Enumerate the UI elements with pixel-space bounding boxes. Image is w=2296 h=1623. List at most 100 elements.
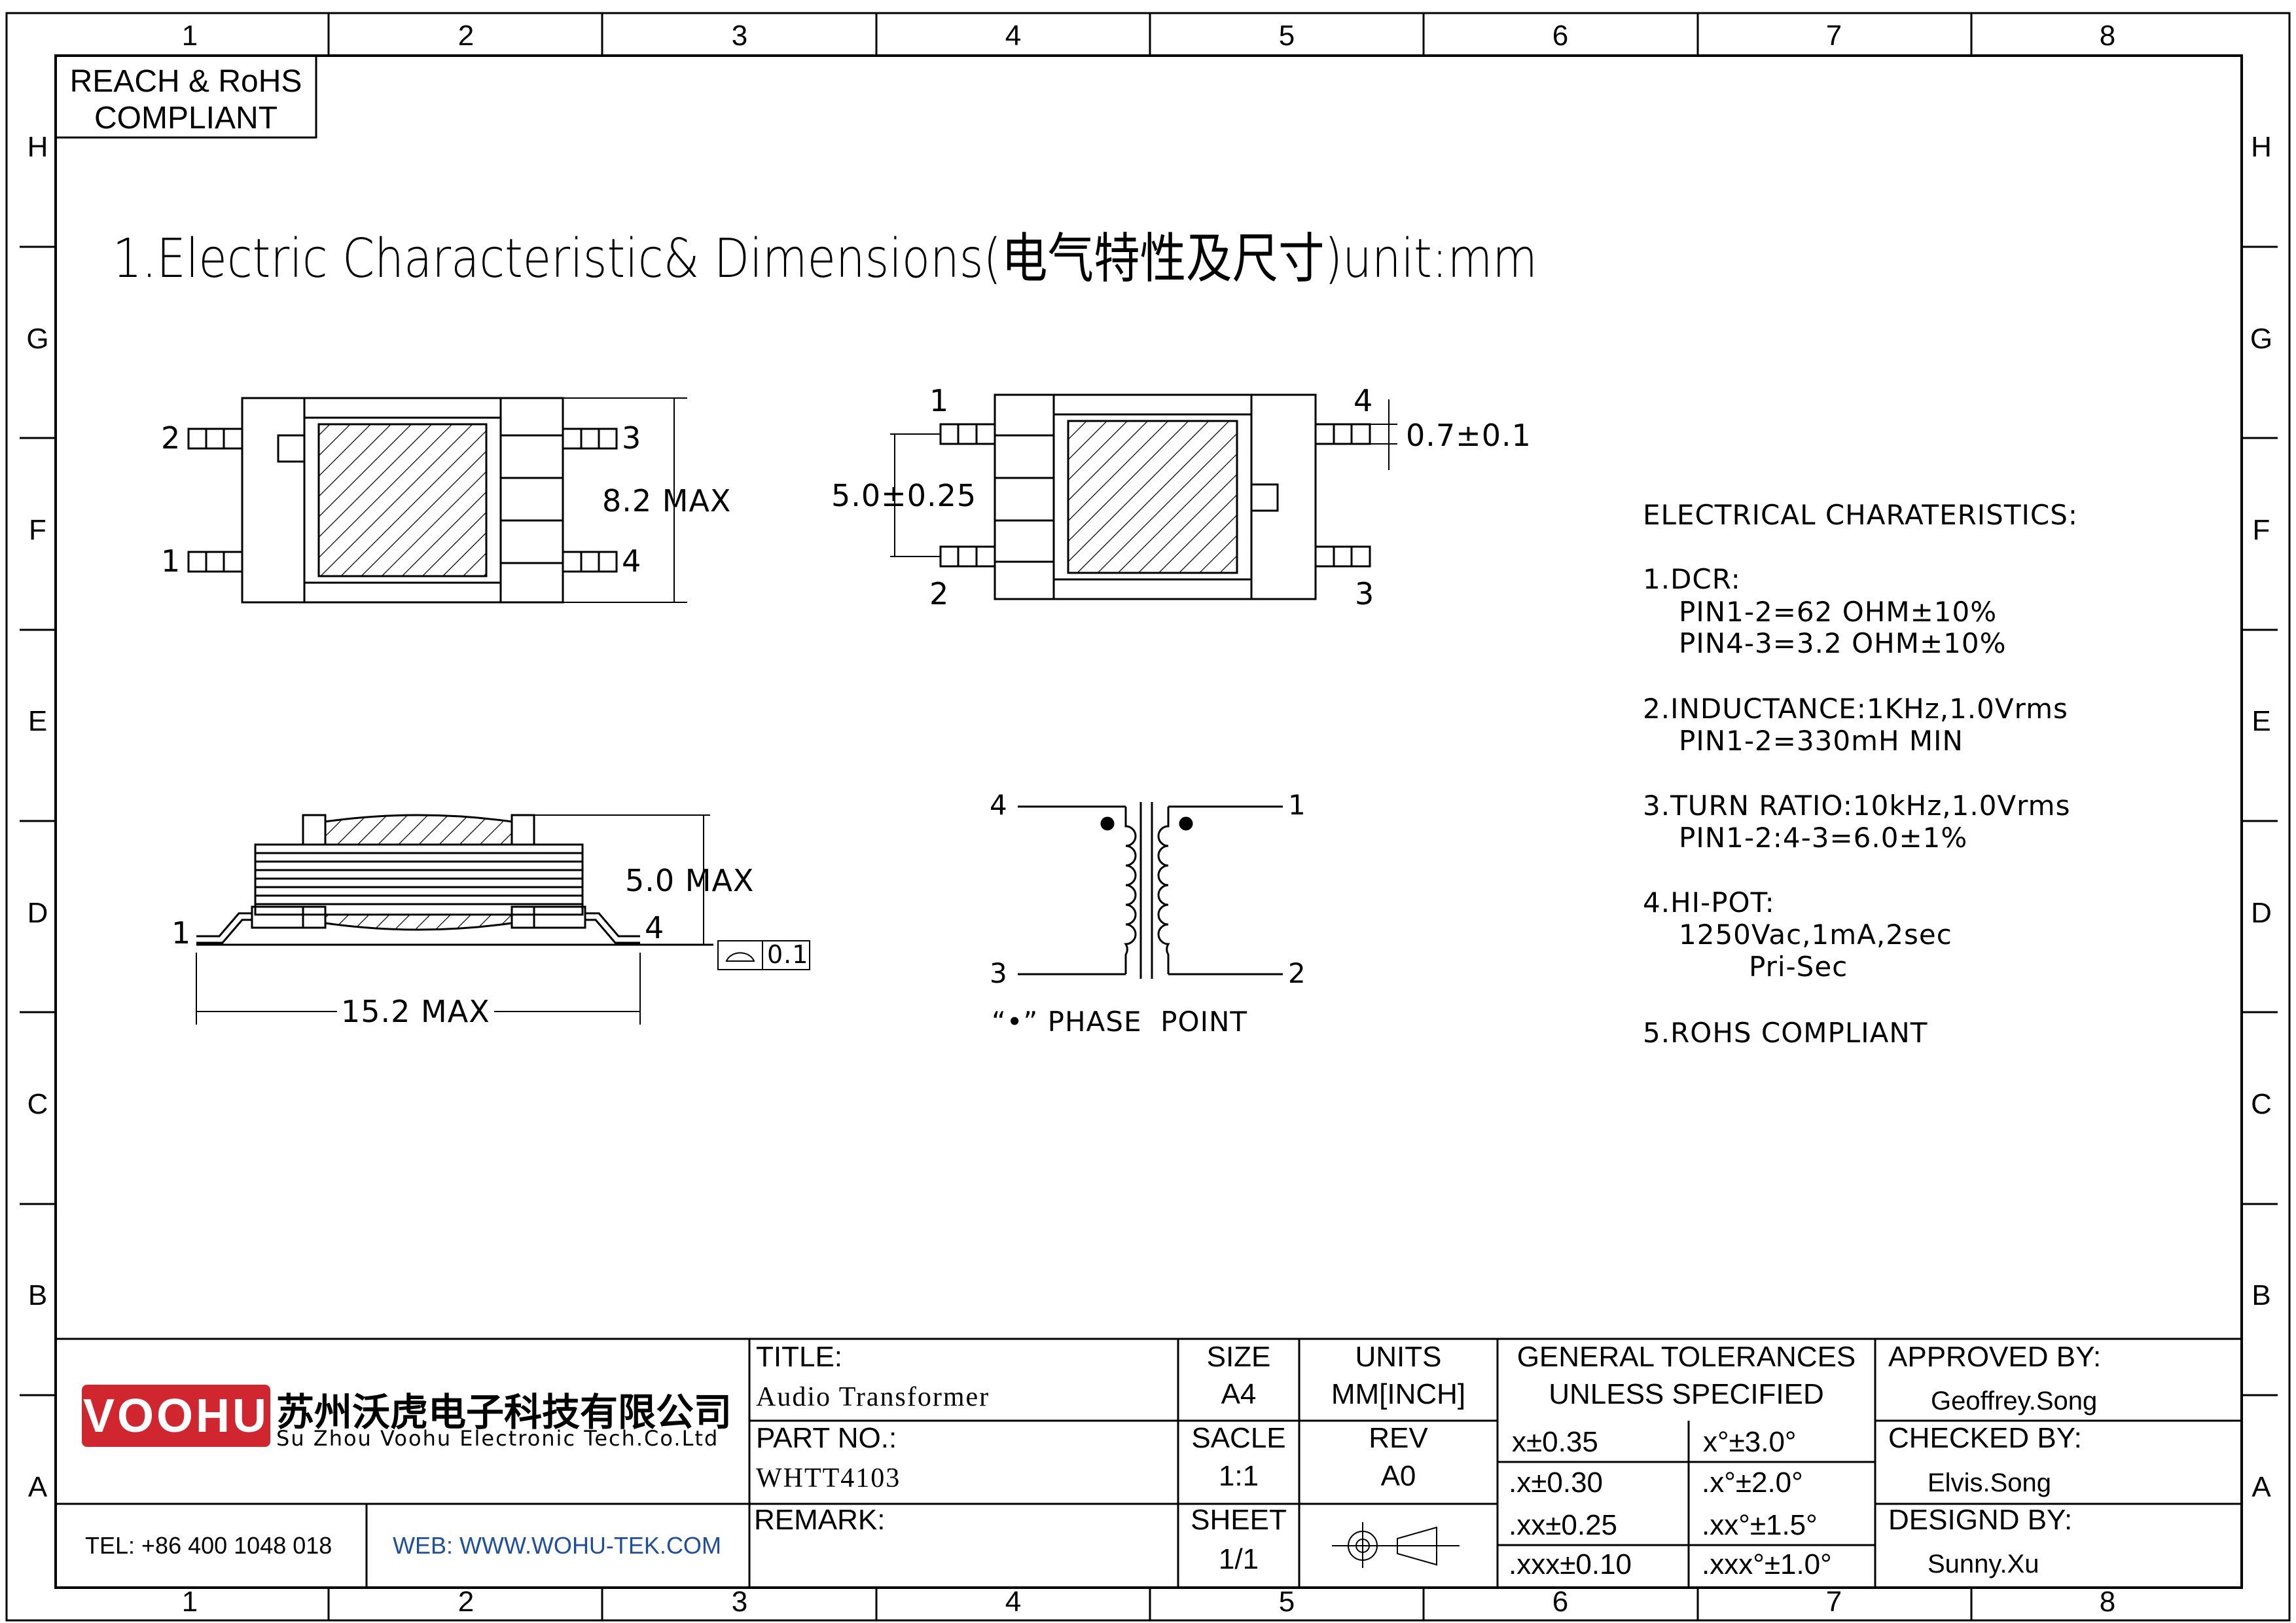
ruler-left-B: B <box>27 1279 48 1311</box>
ruler-top-8: 8 <box>2099 20 2116 52</box>
bottom-view-pin-2: 2 <box>929 576 950 611</box>
top-view-height-dim: 8.2 MAX <box>602 483 732 519</box>
turn-ratio-line1: PIN1-2:4-3=6.0±1% <box>1679 822 1968 854</box>
approved-value: Geoffrey.Song <box>1931 1387 2098 1415</box>
schematic-pin-2: 2 <box>1288 957 1306 989</box>
ruler-bottom-1: 1 <box>181 1586 198 1618</box>
bottom-view-pin-1: 1 <box>929 383 950 418</box>
ruler-right-B: B <box>2251 1279 2271 1311</box>
bottom-view <box>890 393 1397 600</box>
tolerance-heading-1: GENERAL TOLERANCES <box>1516 1341 1856 1373</box>
units-label: UNITS <box>1355 1341 1442 1373</box>
size-label: SIZE <box>1206 1341 1271 1373</box>
section-title: 1.Electric Characteristic& Dimensions(电气… <box>113 228 1537 290</box>
bottom-view-pitch-dim: 5.0±0.25 <box>831 478 977 513</box>
ruler-left-A: A <box>27 1471 48 1503</box>
ruler-ticks <box>20 13 2278 1620</box>
tel: TEL: +86 400 1048 018 <box>85 1532 332 1559</box>
ruler-top-6: 6 <box>1552 20 1569 52</box>
top-view-pin-3: 3 <box>622 420 642 456</box>
title-value: Audio Transformer <box>756 1382 990 1412</box>
checked-value: Elvis.Song <box>1928 1468 2051 1497</box>
part-no-value: WHTT4103 <box>756 1463 901 1493</box>
top-view <box>187 397 687 604</box>
title-block-grid <box>56 1338 2242 1588</box>
ruler-top-3: 3 <box>731 20 748 52</box>
ruler-right-C: C <box>2251 1088 2272 1120</box>
tolerance-dot-xx-angle: .xx°±1.5° <box>1702 1509 1818 1541</box>
rev-label: REV <box>1369 1422 1428 1454</box>
schematic-pin-1: 1 <box>1288 789 1306 821</box>
rohs-compliant: 5.ROHS COMPLIANT <box>1643 1017 1928 1049</box>
tolerance-x: x±0.35 <box>1512 1426 1598 1458</box>
sheet-label: SHEET <box>1191 1504 1287 1536</box>
side-view-length-dim: 15.2 MAX <box>337 994 494 1029</box>
ruler-bottom-3: 3 <box>731 1586 748 1618</box>
bottom-view-pin-width-dim: 0.7±0.1 <box>1406 418 1532 453</box>
ruler-left-C: C <box>27 1088 48 1120</box>
side-view-pin-4: 4 <box>645 910 665 945</box>
schematic-pin-3: 3 <box>990 957 1008 989</box>
tolerance-dot-xxx-angle: .xxx°±1.0° <box>1702 1548 1832 1580</box>
hipot-line2: Pri-Sec <box>1749 951 1848 983</box>
compliance-box <box>54 54 317 139</box>
top-view-pin-1: 1 <box>161 543 181 579</box>
hipot-heading: 4.HI-POT: <box>1643 886 1775 919</box>
part-no-label: PART NO.: <box>756 1422 897 1454</box>
company-name-cn: 苏州沃虎电子科技有限公司 <box>276 1390 732 1434</box>
side-view <box>196 814 810 1025</box>
ruler-right-A: A <box>2251 1471 2271 1503</box>
inductance-heading: 2.INDUCTANCE:1KHz,1.0Vrms <box>1643 693 2068 725</box>
ruler-left-G: G <box>26 323 49 355</box>
ruler-left-D: D <box>27 897 48 929</box>
turn-ratio-heading: 3.TURN RATIO:10kHz,1.0Vrms <box>1643 790 2071 822</box>
title-label: TITLE: <box>756 1341 843 1373</box>
schematic-pin-4: 4 <box>990 789 1008 821</box>
outer-border <box>5 12 2291 1622</box>
top-view-pin-2: 2 <box>161 420 181 456</box>
ruler-bottom-6: 6 <box>1552 1586 1569 1618</box>
scale-value: 1:1 <box>1218 1460 1259 1492</box>
transformer-schematic <box>1018 802 1283 979</box>
ruler-left-E: E <box>27 705 48 737</box>
ruler-top-7: 7 <box>1825 20 1842 52</box>
design-value: Sunny.Xu <box>1928 1550 2039 1578</box>
dcr-heading: 1.DCR: <box>1643 563 1741 595</box>
logo-text: VOOHU <box>82 1390 270 1442</box>
ruler-bottom-4: 4 <box>1005 1586 1022 1618</box>
bottom-view-pin-3: 3 <box>1355 576 1375 611</box>
rev-value: A0 <box>1380 1460 1416 1492</box>
ruler-top-1: 1 <box>181 20 198 52</box>
ruler-bottom-2: 2 <box>457 1586 475 1618</box>
top-view-pin-4: 4 <box>622 543 642 579</box>
ruler-bottom-5: 5 <box>1278 1586 1295 1618</box>
hipot-line1: 1250Vac,1mA,2sec <box>1679 919 1952 951</box>
compliance-line2: COMPLIANT <box>94 101 278 136</box>
ruler-top-2: 2 <box>457 20 475 52</box>
ruler-bottom-8: 8 <box>2099 1586 2116 1618</box>
compliance-line1: REACH & RoHS <box>69 64 302 99</box>
approved-label: APPROVED BY: <box>1888 1341 2102 1373</box>
dcr-line1: PIN1-2=62 OHM±10% <box>1679 596 1998 628</box>
side-view-pin-1: 1 <box>171 915 192 951</box>
tolerance-dot-xx: .xx±0.25 <box>1509 1509 1618 1541</box>
flatness-value: 0.1 <box>767 940 809 969</box>
checked-label: CHECKED BY: <box>1888 1422 2082 1454</box>
side-view-height-dim: 5.0 MAX <box>625 863 755 898</box>
ruler-bottom-7: 7 <box>1825 1586 1842 1618</box>
ruler-left-F: F <box>29 514 46 546</box>
inductance-line1: PIN1-2=330mH MIN <box>1679 725 1964 757</box>
ruler-right-F: F <box>2252 514 2270 546</box>
design-label: DESIGND BY: <box>1888 1504 2073 1536</box>
units-value: MM[INCH] <box>1331 1378 1466 1410</box>
remark-label: REMARK: <box>754 1504 886 1536</box>
sheet-value: 1/1 <box>1218 1543 1259 1575</box>
ruler-right-G: G <box>2250 323 2273 355</box>
size-value: A4 <box>1221 1378 1257 1410</box>
ruler-top-5: 5 <box>1278 20 1295 52</box>
ruler-top-4: 4 <box>1005 20 1022 52</box>
web: WEB: WWW.WOHU-TEK.COM <box>393 1532 721 1559</box>
company-logo <box>82 1385 270 1447</box>
dcr-line2: PIN4-3=3.2 OHM±10% <box>1679 627 2007 659</box>
